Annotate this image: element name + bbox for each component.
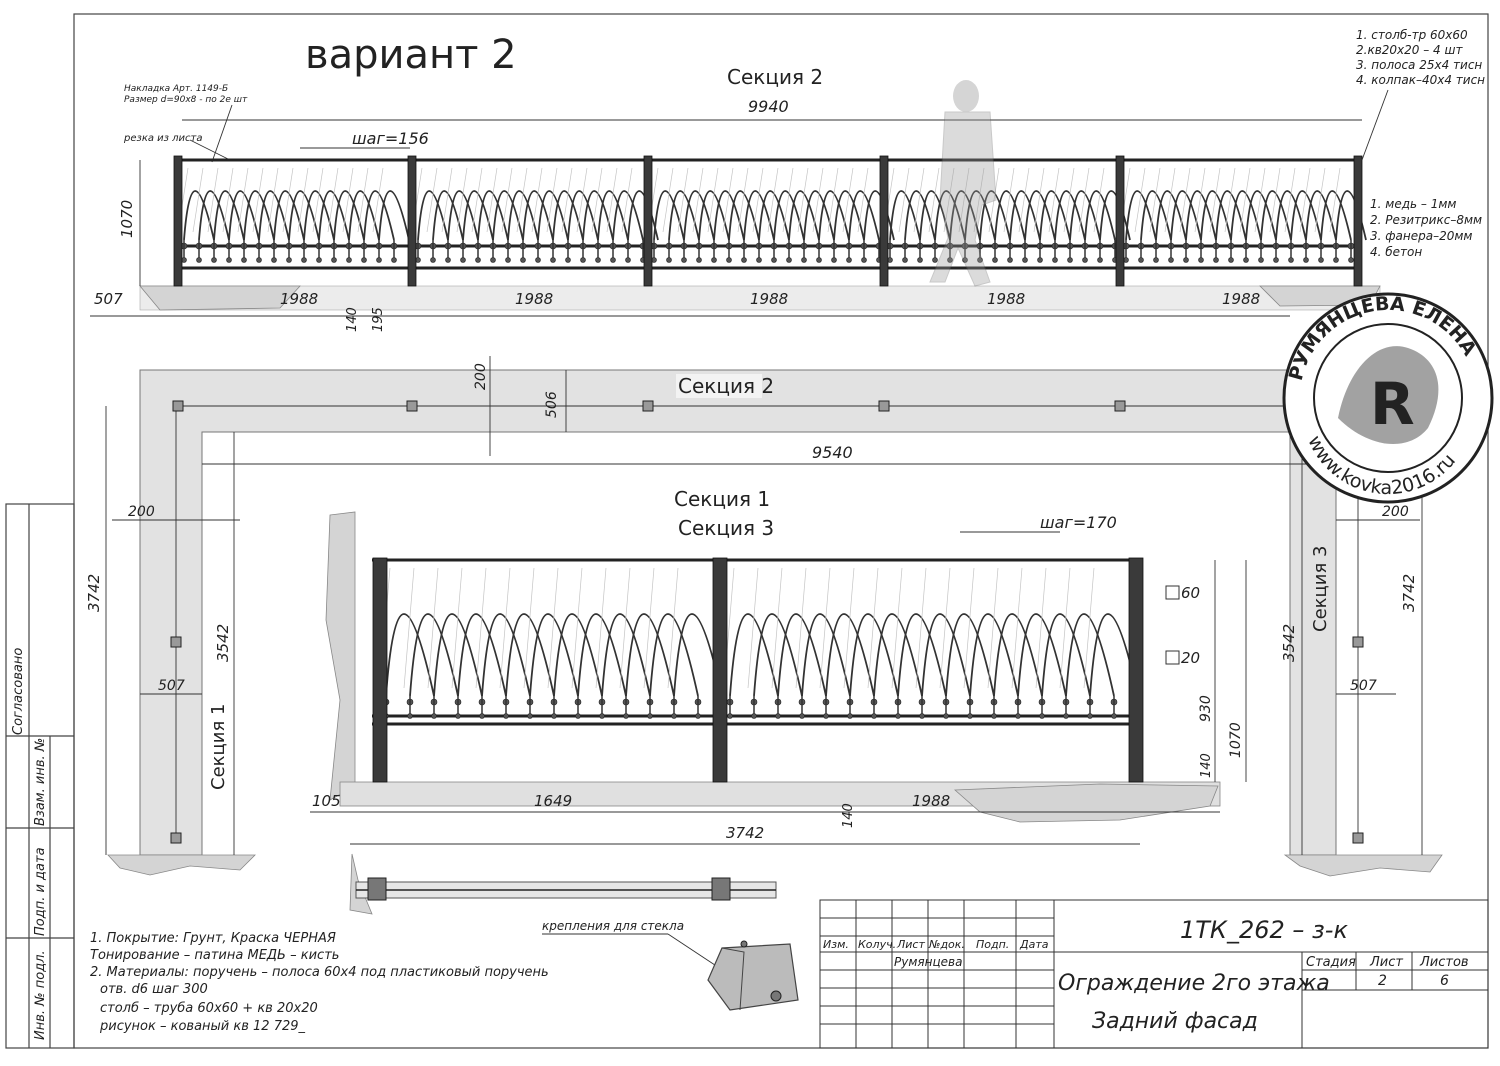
floor-note-1: 1. медь – 1мм <box>1370 197 1456 211</box>
dim-1649: 1649 <box>534 792 572 810</box>
dim-total-top: 9940 <box>748 97 789 116</box>
section1-vertical: Секция 1 <box>208 704 229 790</box>
col-list: Лист <box>896 938 925 951</box>
dim-930: 930 <box>1198 695 1214 722</box>
glass-mount-label: крепления для стекла <box>542 919 684 933</box>
dim-3742-left: 3742 <box>85 574 103 612</box>
dim-507-left: 507 <box>158 678 185 694</box>
stamp-inv: Инв. № подл. <box>33 950 48 1040</box>
col-data: Дата <box>1019 938 1049 951</box>
dim-200-right: 200 <box>1382 504 1409 520</box>
stamp-sign-date: Подп. и дата <box>33 847 48 936</box>
dim-1070-front: 1070 <box>1228 722 1244 758</box>
dim-3542-right: 3542 <box>1280 624 1298 662</box>
profile-60-square <box>1165 585 1180 600</box>
stamp-agreed: Согласовано <box>11 648 26 735</box>
front-railing-arches <box>379 567 1139 719</box>
top-railing-arches <box>177 167 1367 263</box>
col-ndok: №док. <box>928 938 965 951</box>
note-2: Тонирование – патина МЕДЬ – кисть <box>90 948 339 963</box>
note-overlay-1: Накладка Арт. 1149-Б <box>124 84 228 94</box>
col-podp: Подп. <box>976 938 1009 951</box>
dim-3742-front: 3742 <box>726 824 764 842</box>
dim-sec-3: 1988 <box>750 290 788 308</box>
glass-mount-detail: крепления для стекла <box>542 919 799 1011</box>
sheet-frame <box>73 13 1489 1049</box>
dim-offset-top: 507 <box>94 290 123 308</box>
side-stamp: Согласовано Взам. инв. № Подп. и дата Ин… <box>5 503 75 1049</box>
profile-20-square <box>1165 650 1180 665</box>
dim-3542-left: 3542 <box>214 624 232 662</box>
dim-506: 506 <box>544 391 560 418</box>
section1-title: Секция 1 <box>674 487 770 511</box>
dim-140-top: 140 <box>345 307 360 332</box>
step-top: шаг=156 <box>352 129 429 148</box>
post-note-3: 3. полоса 25х4 тисн <box>1356 58 1482 72</box>
dim-200a: 200 <box>473 363 489 390</box>
step-bottom: шаг=170 <box>1040 513 1117 532</box>
seal-letter: R <box>1370 370 1415 438</box>
dim-3742-right: 3742 <box>1400 574 1418 612</box>
post-note-1: 1. столб-тр 60х60 <box>1356 28 1468 42</box>
dim-height-top: 1070 <box>118 200 136 238</box>
sheet-value: 2 <box>1378 973 1387 989</box>
floor-note-4: 4. бетон <box>1370 245 1422 259</box>
section2-label-bg <box>676 374 762 398</box>
sheets-value: 6 <box>1440 973 1449 989</box>
dim-sec-4: 1988 <box>987 290 1025 308</box>
title-block: Изм. Колуч. Лист №док. Подп. Дата Румянц… <box>819 899 1489 1049</box>
col-izm: Изм. <box>823 938 849 951</box>
section2-title-top: Секция 2 <box>727 65 823 89</box>
section3-title: Секция 3 <box>678 516 774 540</box>
dim-1988-front: 1988 <box>912 792 950 810</box>
sheet-label: Лист <box>1369 955 1403 970</box>
top-elevation: Секция 2 9940 Накладка Арт. 1149-Б Разме… <box>90 28 1485 332</box>
post-note-4: 4. колпак–40х4 тисн <box>1356 73 1485 87</box>
drawing-code: 1ТК_262 – з-к <box>1180 916 1348 944</box>
profile-20: 20 <box>1181 649 1200 667</box>
stage-label: Стадия <box>1306 955 1356 970</box>
note-5: столб – труба 60х60 + кв 20х20 <box>100 1001 318 1016</box>
stamp-replace: Взам. инв. № <box>33 738 48 826</box>
dim-195-top: 195 <box>371 307 386 332</box>
cut-label: резка из листа <box>123 133 203 144</box>
note-1: 1. Покрытие: Грунт, Краска ЧЕРНАЯ <box>90 931 336 946</box>
floor-note-3: 3. фанера–20мм <box>1370 229 1472 243</box>
person-silhouette <box>929 80 997 287</box>
dim-9540: 9540 <box>812 443 853 462</box>
dim-sec-2: 1988 <box>515 290 553 308</box>
section3-vertical: Секция 3 <box>1310 546 1331 632</box>
profile-60: 60 <box>1181 584 1200 602</box>
front-elevation: Секция 1 Секция 3 шаг=170 60 20 105 1649… <box>310 487 1247 915</box>
variant-title: вариант 2 <box>305 32 517 78</box>
note-4: отв. d6 шаг 300 <box>100 982 208 997</box>
author: Румянцева <box>894 955 962 969</box>
top-ground <box>139 285 1381 311</box>
dim-sec-1: 1988 <box>280 290 318 308</box>
note-6: рисунок – кованый кв 12 729_ <box>99 1019 306 1034</box>
dim-140-front: 140 <box>841 803 856 828</box>
dim-sec-5: 1988 <box>1222 290 1260 308</box>
dim-507-right: 507 <box>1350 678 1377 694</box>
general-notes: 1. Покрытие: Грунт, Краска ЧЕРНАЯ Тониро… <box>90 931 549 1034</box>
col-koluch: Колуч. <box>858 938 896 951</box>
dim-105: 105 <box>312 792 341 810</box>
sheets-label: Листов <box>1419 955 1469 970</box>
note-3: 2. Материалы: поручень – полоса 60х4 под… <box>90 965 549 980</box>
author-seal: РУМЯНЦЕВА ЕЛЕНА www.kovka2016.ru R <box>1282 292 1494 504</box>
post-note-2: 2.кв20х20 – 4 шт <box>1356 43 1463 57</box>
front-railing-posts <box>372 557 1144 783</box>
wall-left <box>325 511 356 801</box>
floor-note-2: 2. Резитрикс–8мм <box>1370 213 1482 227</box>
dim-200b: 200 <box>128 504 155 520</box>
drawing-name-2: Задний фасад <box>1092 1009 1258 1034</box>
section2-title-plan: Секция 2 <box>678 374 774 398</box>
note-overlay-2: Размер d=90х8 - по 2е шт <box>124 95 248 105</box>
dim-140v: 140 <box>1199 753 1214 778</box>
top-railing-posts <box>173 155 1363 287</box>
drawing-name-1: Ограждение 2го этажа <box>1058 971 1330 996</box>
